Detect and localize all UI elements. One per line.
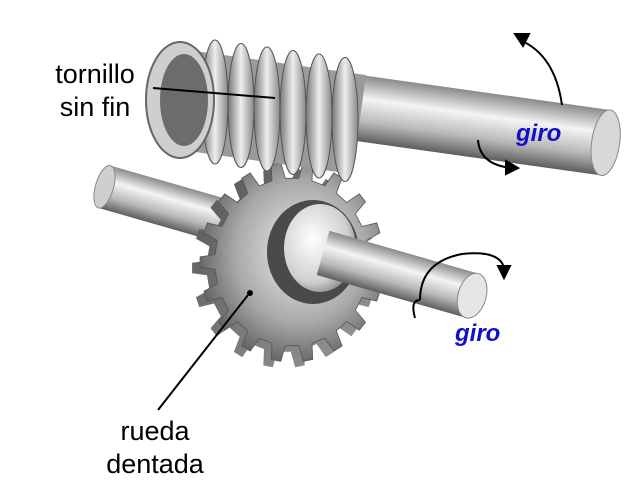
gear-leader-line: [157, 294, 249, 411]
rotation-label-bottom: giro: [455, 320, 501, 347]
rotation-arrow-top-icon: [477, 33, 563, 176]
worm-thread: [227, 43, 255, 168]
rotation-arrow-bottom-icon: [412, 252, 512, 319]
worm-screw: [145, 39, 367, 182]
gear-label-line2: dentada: [106, 449, 204, 479]
worm-thread: [305, 53, 333, 179]
gear-label-line1: rueda: [120, 416, 190, 446]
worm-label-line2: sin fin: [59, 92, 131, 122]
worm-thread: [331, 57, 359, 182]
worm-thread: [279, 50, 307, 175]
worm-label-line1: tornillo: [55, 59, 135, 89]
wheel-shaft-front: [316, 230, 488, 319]
worm-thread: [253, 46, 281, 172]
rotation-label-top: giro: [516, 120, 562, 147]
worm-screw-label: tornillo sin fin: [40, 58, 150, 124]
toothed-wheel-label: rueda dentada: [90, 415, 220, 481]
worm-shaft: [325, 71, 621, 176]
worm-leader-line: [152, 87, 276, 99]
